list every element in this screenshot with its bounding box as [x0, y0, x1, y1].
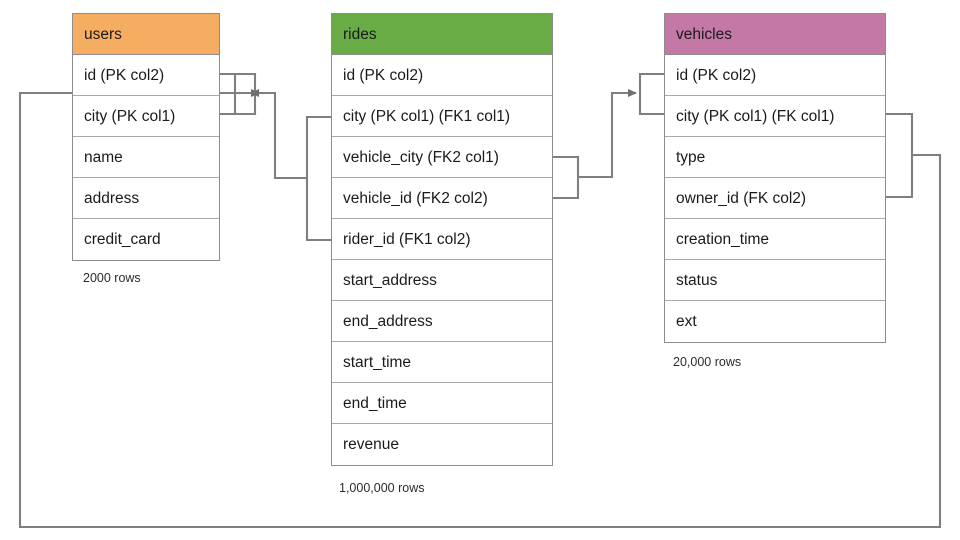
- table-vehicles[interactable]: vehicles id (PK col2) city (PK col1) (FK…: [664, 13, 886, 343]
- table-rides-column-start-time[interactable]: start_time: [332, 342, 552, 383]
- table-rides-column-revenue[interactable]: revenue: [332, 424, 552, 465]
- table-users[interactable]: users id (PK col2) city (PK col1) name a…: [72, 13, 220, 261]
- table-users-row-count: 2000 rows: [83, 271, 141, 285]
- connector-vehicles-left-bracket: [638, 72, 664, 116]
- connector-rides-to-users: [251, 89, 331, 242]
- table-vehicles-column-status[interactable]: status: [665, 260, 885, 301]
- table-rides[interactable]: rides id (PK col2) city (PK col1) (FK1 c…: [331, 13, 553, 466]
- table-users-column-id[interactable]: id (PK col2): [73, 55, 219, 96]
- table-vehicles-column-ext[interactable]: ext: [665, 301, 885, 342]
- table-rides-column-id[interactable]: id (PK col2): [332, 55, 552, 96]
- table-vehicles-column-city[interactable]: city (PK col1) (FK col1): [665, 96, 885, 137]
- table-rides-column-vehicle-city[interactable]: vehicle_city (FK2 col1): [332, 137, 552, 178]
- table-rides-column-start-address[interactable]: start_address: [332, 260, 552, 301]
- table-rides-column-end-address[interactable]: end_address: [332, 301, 552, 342]
- table-vehicles-column-id[interactable]: id (PK col2): [665, 55, 885, 96]
- table-vehicles-column-type[interactable]: type: [665, 137, 885, 178]
- table-rides-column-city[interactable]: city (PK col1) (FK1 col1): [332, 96, 552, 137]
- table-users-column-address[interactable]: address: [73, 178, 219, 219]
- table-rides-row-count: 1,000,000 rows: [339, 481, 425, 495]
- table-users-column-credit-card[interactable]: credit_card: [73, 219, 219, 260]
- table-vehicles-column-creation-time[interactable]: creation_time: [665, 219, 885, 260]
- connector-users-right-bracket: [220, 72, 257, 116]
- table-users-column-name[interactable]: name: [73, 137, 219, 178]
- table-rides-column-vehicle-id[interactable]: vehicle_id (FK2 col2): [332, 178, 552, 219]
- table-vehicles-column-owner-id[interactable]: owner_id (FK col2): [665, 178, 885, 219]
- connector-rides-to-vehicles: [553, 89, 637, 200]
- table-rides-column-end-time[interactable]: end_time: [332, 383, 552, 424]
- table-rides-header: rides: [332, 14, 552, 55]
- table-rides-column-rider-id[interactable]: rider_id (FK1 col2): [332, 219, 552, 260]
- table-vehicles-row-count: 20,000 rows: [673, 355, 742, 369]
- table-users-column-city[interactable]: city (PK col1): [73, 96, 219, 137]
- table-vehicles-header: vehicles: [665, 14, 885, 55]
- table-users-header: users: [73, 14, 219, 55]
